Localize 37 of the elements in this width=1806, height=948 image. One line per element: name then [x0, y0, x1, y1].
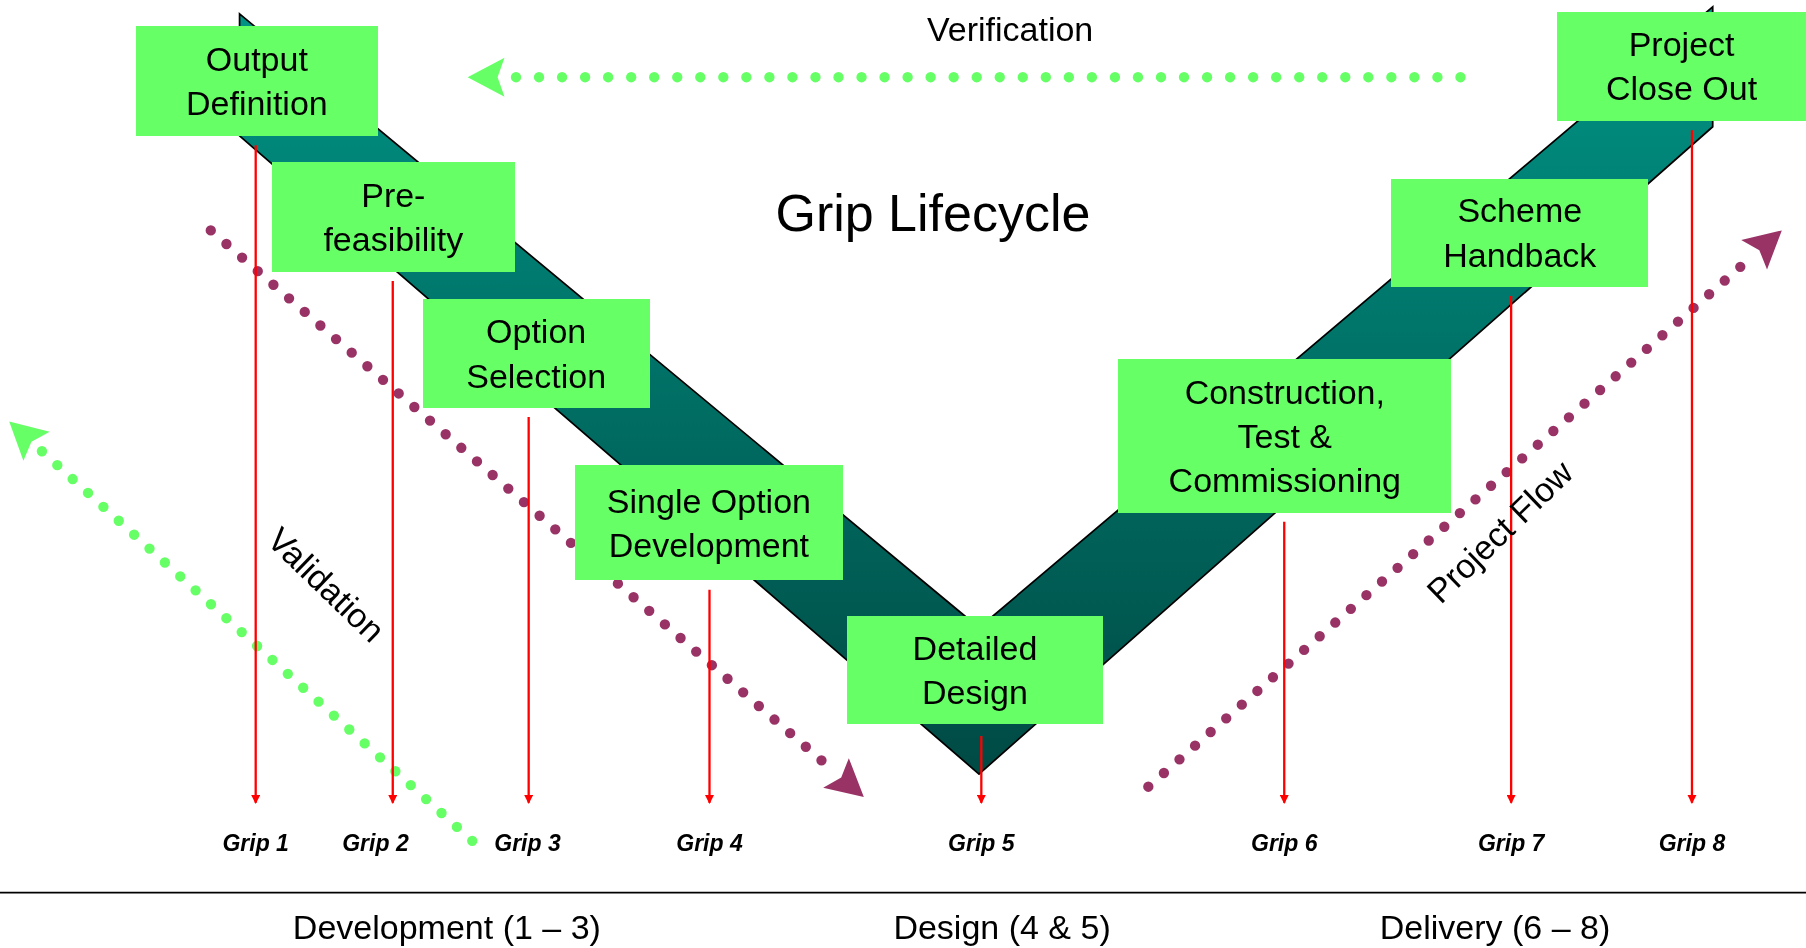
phase-label: Development (1 – 3) — [292, 907, 601, 947]
stage-gate-label: Grip 7 — [1451, 830, 1572, 857]
stage-name: Project Close Out — [1605, 24, 1759, 110]
stage-box — [1391, 178, 1649, 287]
stage-name: Detailed Design — [911, 628, 1039, 714]
arrow — [388, 281, 398, 804]
phase-label: Delivery (6 – 8) — [1379, 907, 1611, 947]
stage-gate-label: Grip 8 — [1631, 830, 1752, 857]
stage-box — [846, 616, 1104, 725]
arrow-label: Verification — [926, 9, 1094, 49]
stage-name: Construction, Test & Commissioning — [1167, 371, 1402, 502]
stage-name: Pre-feasibility — [322, 174, 465, 261]
stage-gate-label: Grip 1 — [195, 830, 316, 857]
stage-gate-label: Grip 5 — [921, 830, 1042, 857]
stage-name: Scheme Handback — [1442, 190, 1598, 276]
stage-box — [1557, 11, 1806, 121]
arrow — [1506, 296, 1516, 804]
arrow — [1687, 130, 1697, 804]
stage-gate-label: Grip 6 — [1224, 830, 1345, 857]
stage-box — [1118, 359, 1452, 513]
arrow — [1279, 521, 1289, 804]
arrow — [704, 589, 715, 804]
arrow — [524, 417, 534, 804]
stage-box — [135, 26, 378, 136]
stage-gate-label: Grip 2 — [315, 830, 436, 857]
phase-label: Design (4 & 5) — [893, 907, 1111, 947]
stage-name: Output Definition — [184, 39, 329, 125]
stage-box — [574, 465, 844, 581]
arrow — [251, 145, 261, 804]
stage-gate-label: Grip 4 — [649, 830, 770, 857]
stage-box — [271, 162, 515, 272]
stage-box — [422, 299, 650, 408]
stage-name: Single Option Development — [605, 480, 812, 566]
diagram-title: Grip Lifecycle — [775, 183, 1091, 244]
stage-name: Option Selection — [465, 311, 608, 397]
arrow — [976, 736, 986, 804]
stage-gate-label: Grip 3 — [467, 830, 588, 857]
